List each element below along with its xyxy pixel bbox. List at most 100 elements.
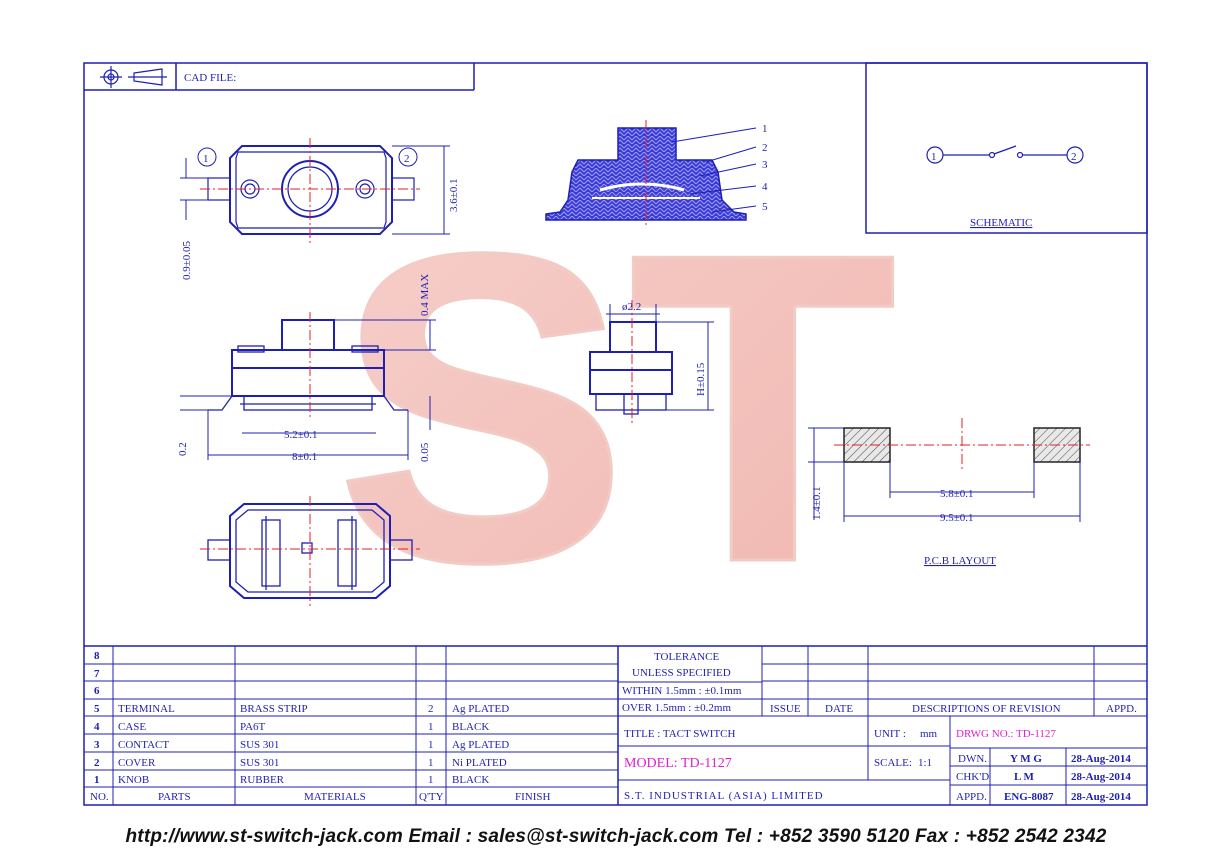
bottom-view xyxy=(200,496,420,606)
callout-4: 4 xyxy=(762,181,768,193)
bom-qty: 1 xyxy=(428,757,434,769)
bom-no: 5 xyxy=(94,703,100,715)
table-row: 3 CONTACT SUS 301 1 Ag PLATED xyxy=(94,739,509,751)
bom-part: CONTACT xyxy=(118,739,169,751)
projection-symbol xyxy=(100,66,167,88)
pcb-dim-pad: 1.4±0.1 xyxy=(811,486,823,520)
schematic xyxy=(926,145,1084,164)
tolerance-within: WITHIN 1.5mm : ±0.1mm xyxy=(622,685,742,697)
tolerance-title: TOLERANCE xyxy=(654,651,719,663)
model-number: MODEL: TD-1127 xyxy=(624,756,732,771)
pin1-label: 1 xyxy=(203,153,209,165)
revision-block: ISSUE DATE DESCRIPTIONS OF REVISION APPD… xyxy=(770,703,1137,715)
bom-part: CASE xyxy=(118,721,146,733)
table-row: 6 xyxy=(94,685,100,697)
watermark: ST xyxy=(334,162,899,656)
chkd-value: L M xyxy=(1014,771,1034,783)
dwn-label: DWN. xyxy=(958,753,987,765)
table-row: 7 xyxy=(94,668,100,680)
appd-label: APPD. xyxy=(956,791,987,803)
scale-value: 1:1 xyxy=(918,757,932,769)
bom-material: SUS 301 xyxy=(240,757,279,769)
bom-no: 2 xyxy=(94,757,100,769)
bom-material: BRASS STRIP xyxy=(240,703,308,715)
chkd-label: CHK'D xyxy=(956,771,989,783)
bom-part: COVER xyxy=(118,757,156,769)
revision-date: DATE xyxy=(825,703,853,715)
company-name: S.T. INDUSTRIAL (ASIA) LIMITED xyxy=(624,790,824,802)
dwn-value: Y M G xyxy=(1010,753,1042,765)
header-materials: MATERIALS xyxy=(304,791,366,803)
bom-finish: BLACK xyxy=(452,774,489,786)
bom-part: TERMINAL xyxy=(118,703,175,715)
table-header: NO. PARTS MATERIALS Q'TY FINISH xyxy=(90,791,551,803)
bom-qty: 1 xyxy=(428,721,434,733)
appd-date: 28-Aug-2014 xyxy=(1071,791,1131,803)
table-row: 1 KNOB RUBBER 1 BLACK xyxy=(94,774,489,786)
dim-total: 8±0.1 xyxy=(292,451,317,463)
tolerance-subtitle: UNLESS SPECIFIED xyxy=(632,667,731,679)
bom-no: 1 xyxy=(94,774,100,786)
bom-no: 4 xyxy=(94,721,100,733)
bom-no: 3 xyxy=(94,739,100,751)
table-row: 4 CASE PA6T 1 BLACK xyxy=(94,721,489,733)
bom-finish: Ag PLATED xyxy=(452,703,509,715)
dim-height: 3.6±0.1 xyxy=(448,178,460,212)
revision-issue: ISSUE xyxy=(770,703,801,715)
bom-no: 8 xyxy=(94,650,100,662)
title-block: TITLE : TACT SWITCH MODEL: TD-1127 S.T. … xyxy=(624,728,1131,803)
tolerance-block: TOLERANCE UNLESS SPECIFIED WITHIN 1.5mm … xyxy=(622,651,742,714)
bom-qty: 1 xyxy=(428,739,434,751)
revision-desc: DESCRIPTIONS OF REVISION xyxy=(912,703,1061,715)
header-no: NO. xyxy=(90,791,109,803)
pin2-label: 2 xyxy=(404,153,410,165)
callout-3: 3 xyxy=(762,159,768,171)
header-qty: Q'TY xyxy=(419,791,444,803)
dim-inner: 5.2±0.1 xyxy=(284,429,318,441)
dim-lead: 0.9±0.05 xyxy=(181,240,193,280)
dim-height-h: H±0.15 xyxy=(695,362,707,396)
scale-label: SCALE: xyxy=(874,757,912,769)
header-finish: FINISH xyxy=(515,791,551,803)
chkd-date: 28-Aug-2014 xyxy=(1071,771,1131,783)
schematic-pin2: 2 xyxy=(1071,151,1077,163)
top-view: 1 2 3.6±0.1 0.9±0.05 xyxy=(180,138,460,280)
cross-section-view: 1 2 3 4 5 xyxy=(545,120,768,226)
drawing-number: DRWG NO.: TD-1127 xyxy=(956,728,1056,740)
schematic-label: SCHEMATIC xyxy=(970,217,1032,229)
appd-value: ENG-8087 xyxy=(1004,791,1054,803)
drawing-frame xyxy=(83,62,1148,806)
bom-qty: 2 xyxy=(428,703,434,715)
dwn-date: 28-Aug-2014 xyxy=(1071,753,1131,765)
bom-finish: BLACK xyxy=(452,721,489,733)
drawing-title: TITLE : TACT SWITCH xyxy=(624,728,736,740)
end-view: ø2.2 H±0.15 xyxy=(589,300,714,424)
dim-right: 0.05 xyxy=(419,442,431,462)
bom-table: 8 7 6 5 TERMINAL BRASS STRIP 2 Ag PLATED… xyxy=(90,650,551,803)
callout-2: 2 xyxy=(762,142,768,154)
side-view: 0.4 MAX 5.2±0.1 8±0.1 0.2 0.05 xyxy=(177,274,436,463)
revision-appd: APPD. xyxy=(1106,703,1137,715)
bom-part: KNOB xyxy=(118,774,149,786)
pcb-layout: 1.4±0.1 5.8±0.1 9.5±0.1 P.C.B LAYOUT xyxy=(808,418,1090,567)
bom-no: 6 xyxy=(94,685,100,697)
bom-material: SUS 301 xyxy=(240,739,279,751)
bom-material: RUBBER xyxy=(240,774,285,786)
unit-value: mm xyxy=(920,728,938,740)
table-row: 8 xyxy=(94,650,100,662)
callout-1: 1 xyxy=(762,123,768,135)
contact-footer: http://www.st-switch-jack.com Email : sa… xyxy=(125,826,1107,847)
watermark-text: ST xyxy=(335,163,897,654)
bom-finish: Ni PLATED xyxy=(452,757,507,769)
cad-file-label: CAD FILE: xyxy=(184,72,236,84)
table-row: 2 COVER SUS 301 1 Ni PLATED xyxy=(94,757,507,769)
pcb-label: P.C.B LAYOUT xyxy=(924,555,996,567)
callout-5: 5 xyxy=(762,201,768,213)
title-block-grid xyxy=(84,645,1147,805)
bom-material: PA6T xyxy=(240,721,266,733)
bom-qty: 1 xyxy=(428,774,434,786)
schematic-pin1: 1 xyxy=(931,151,937,163)
dim-left: 0.2 xyxy=(177,442,189,456)
dim-diameter: ø2.2 xyxy=(622,301,641,313)
